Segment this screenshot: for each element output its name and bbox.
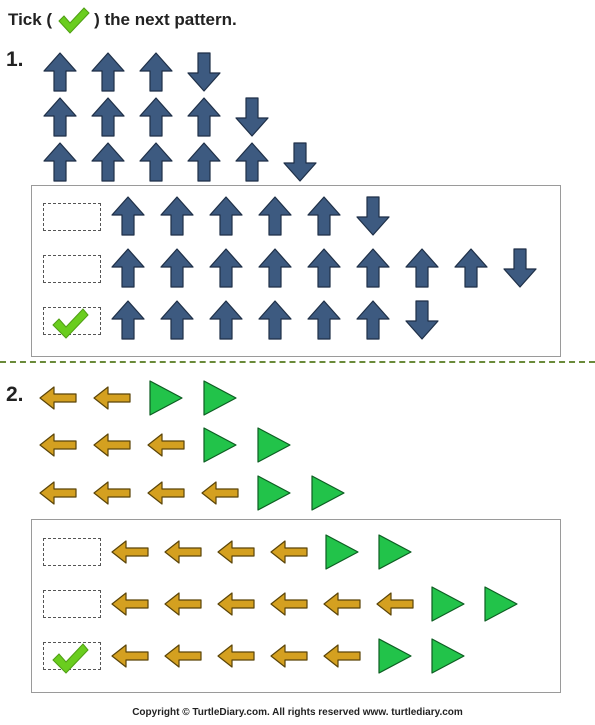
arrow-up-icon (111, 300, 145, 340)
arrow-up-icon (160, 248, 194, 288)
arrow-left-icon (164, 644, 202, 668)
arrow-left-icon (147, 433, 185, 457)
triangle-right-icon (484, 586, 518, 622)
triangle-right-icon (257, 427, 291, 463)
arrow-up-icon (91, 52, 125, 92)
arrow-left-icon (270, 540, 308, 564)
arrow-up-icon (209, 196, 243, 236)
arrow-left-icon (93, 481, 131, 505)
arrow-up-icon (258, 196, 292, 236)
arrow-left-icon (270, 592, 308, 616)
check-mark-icon (58, 7, 90, 34)
triangle-right-icon (378, 534, 412, 570)
arrow-left-icon (323, 592, 361, 616)
arrow-down-icon (235, 97, 269, 137)
arrow-up-icon (91, 97, 125, 137)
arrow-up-icon (209, 300, 243, 340)
triangle-right-icon (431, 586, 465, 622)
instruction-text-start: Tick ( (8, 10, 53, 29)
check-mark-icon (52, 643, 89, 674)
arrow-up-icon (187, 97, 221, 137)
arrow-up-icon (307, 196, 341, 236)
arrow-left-icon (39, 386, 77, 410)
check-mark-icon (52, 308, 89, 339)
instruction: Tick ( ) the next pattern. (8, 4, 237, 36)
arrow-left-icon (270, 644, 308, 668)
arrow-up-icon (454, 248, 488, 288)
arrow-left-icon (323, 644, 361, 668)
arrow-up-icon (258, 300, 292, 340)
triangle-right-icon (431, 638, 465, 674)
arrow-left-icon (201, 481, 239, 505)
arrow-up-icon (235, 142, 269, 182)
triangle-right-icon (325, 534, 359, 570)
arrow-up-icon (91, 142, 125, 182)
arrow-up-icon (356, 248, 390, 288)
arrow-left-icon (111, 644, 149, 668)
arrow-left-icon (147, 481, 185, 505)
arrow-left-icon (93, 386, 131, 410)
question-2-option-1-checkbox[interactable] (43, 538, 101, 566)
arrow-left-icon (93, 433, 131, 457)
triangle-right-icon (378, 638, 412, 674)
arrow-up-icon (209, 248, 243, 288)
arrow-down-icon (187, 52, 221, 92)
arrow-left-icon (111, 592, 149, 616)
arrow-up-icon (356, 300, 390, 340)
arrow-down-icon (356, 196, 390, 236)
arrow-up-icon (160, 300, 194, 340)
question-1-number: 1. (6, 48, 24, 71)
section-divider (0, 361, 595, 363)
question-2-option-2-checkbox[interactable] (43, 590, 101, 618)
arrow-down-icon (283, 142, 317, 182)
copyright-footer: Copyright © TurtleDiary.com. All rights … (132, 707, 463, 718)
arrow-down-icon (405, 300, 439, 340)
triangle-right-icon (203, 380, 237, 416)
arrow-left-icon (217, 644, 255, 668)
question-1-option-2-checkbox[interactable] (43, 255, 101, 283)
arrow-up-icon (258, 248, 292, 288)
question-1-option-3-checkbox[interactable] (43, 307, 101, 339)
arrow-up-icon (111, 248, 145, 288)
arrow-up-icon (43, 52, 77, 92)
triangle-right-icon (203, 427, 237, 463)
arrow-up-icon (160, 196, 194, 236)
triangle-right-icon (257, 475, 291, 511)
triangle-right-icon (311, 475, 345, 511)
instruction-text-end: ) the next pattern. (94, 10, 237, 29)
arrow-up-icon (405, 248, 439, 288)
arrow-up-icon (139, 97, 173, 137)
arrow-left-icon (39, 433, 77, 457)
arrow-down-icon (503, 248, 537, 288)
question-2-number: 2. (6, 383, 24, 406)
arrow-up-icon (139, 142, 173, 182)
arrow-up-icon (139, 52, 173, 92)
question-2-option-3-checkbox[interactable] (43, 642, 101, 674)
triangle-right-icon (149, 380, 183, 416)
arrow-up-icon (111, 196, 145, 236)
arrow-up-icon (307, 248, 341, 288)
arrow-up-icon (43, 97, 77, 137)
arrow-left-icon (217, 540, 255, 564)
arrow-up-icon (187, 142, 221, 182)
arrow-left-icon (376, 592, 414, 616)
question-1-option-1-checkbox[interactable] (43, 203, 101, 231)
arrow-left-icon (217, 592, 255, 616)
arrow-left-icon (164, 592, 202, 616)
arrow-left-icon (111, 540, 149, 564)
arrow-left-icon (164, 540, 202, 564)
arrow-up-icon (307, 300, 341, 340)
arrow-up-icon (43, 142, 77, 182)
arrow-left-icon (39, 481, 77, 505)
